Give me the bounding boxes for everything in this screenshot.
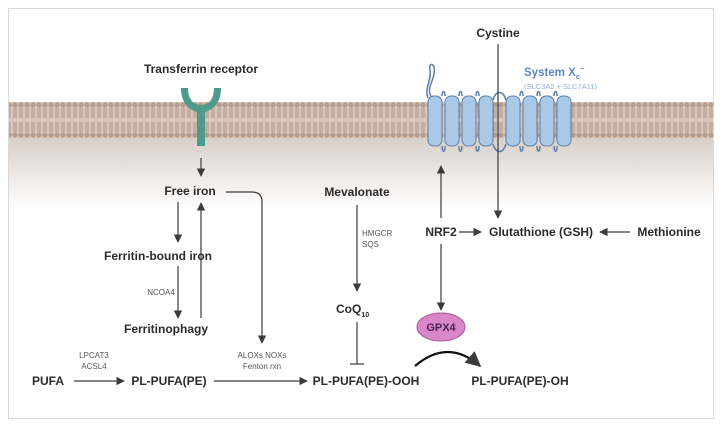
acsl4-label: ACSL4: [81, 362, 107, 371]
pufa-label: PUFA: [32, 374, 64, 388]
pl-pufa-pe-ooh-label: PL-PUFA(PE)-OOH: [313, 374, 420, 388]
pl-pufa-pe-label: PL-PUFA(PE): [131, 374, 206, 388]
ncoa4-label: NCOA4: [147, 288, 175, 297]
gpx4-label: GPX4: [426, 322, 456, 334]
ferritinophagy-label: Ferritinophagy: [124, 322, 208, 336]
transferrin-receptor-label: Transferrin receptor: [144, 62, 258, 76]
methionine-label: Methionine: [637, 225, 701, 239]
fenton-label: Fenton rxn: [243, 362, 281, 371]
hmgcr-label: HMGCR: [362, 229, 392, 238]
cytoplasm-shading: [9, 138, 713, 208]
cell-membrane: [9, 102, 713, 138]
pathway-connectors: [74, 44, 630, 386]
lpcat3-label: LPCAT3: [79, 351, 109, 360]
mevalonate-label: Mevalonate: [324, 185, 390, 199]
glutathione-label: Glutathione (GSH): [489, 225, 593, 239]
cystine-label: Cystine: [476, 26, 520, 40]
nrf2-label: NRF2: [425, 225, 457, 239]
system-xc-transporter-icon: [426, 63, 572, 153]
gpx4-reduction-arrow: [414, 351, 482, 368]
diagram-frame: [8, 8, 714, 419]
gpx4-ellipse: [416, 312, 466, 342]
slc-label: (SLC3A2 + SLC7A11): [524, 82, 598, 91]
coq10-label: CoQ10: [336, 302, 369, 319]
ferritin-bound-iron-label: Ferritin-bound iron: [104, 249, 212, 263]
free-iron-label: Free iron: [164, 184, 215, 198]
sqs-label: SQS: [362, 240, 379, 249]
transferrin-receptor-icon: [181, 88, 221, 146]
free-iron-to-aloxs-arrow: [226, 191, 267, 344]
pl-pufa-pe-oh-label: PL-PUFA(PE)-OH: [471, 374, 568, 388]
aloxs-noxs-label: ALOXs NOXs: [238, 351, 287, 360]
system-xc-label: System Xc−: [524, 64, 585, 81]
